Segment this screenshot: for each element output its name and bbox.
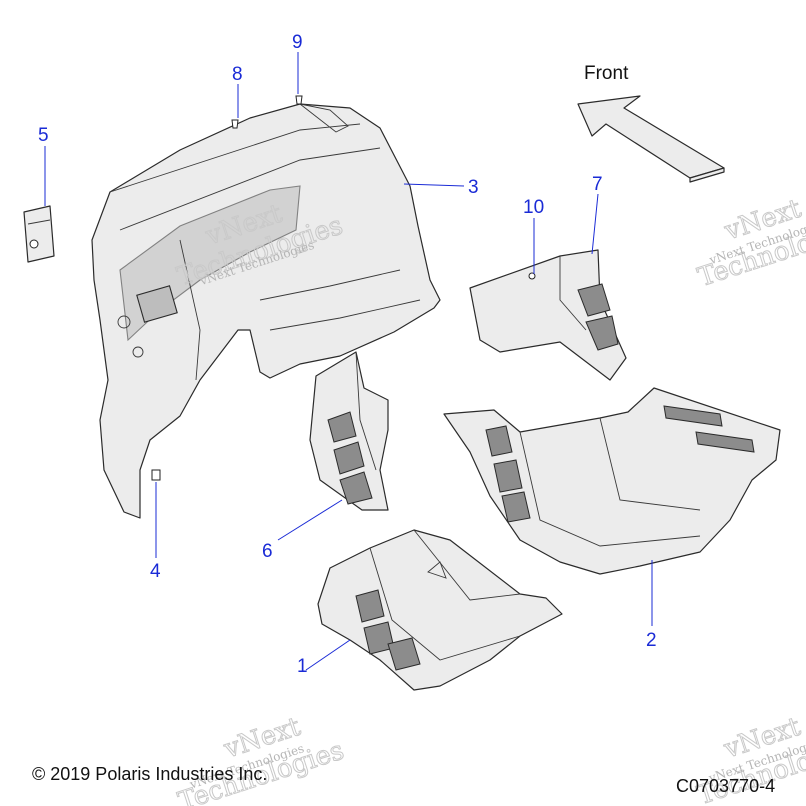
callout-6: 6 [262, 541, 273, 562]
part-5-bracket [23, 205, 55, 263]
callout-2: 2 [646, 630, 657, 651]
leader-1 [305, 639, 351, 671]
leader-7 [591, 193, 599, 255]
callout-4: 4 [150, 561, 161, 582]
callout-5: 5 [38, 125, 49, 146]
callout-9: 9 [292, 32, 303, 53]
callout-7: 7 [592, 174, 603, 195]
part-8-fastener [231, 119, 239, 129]
front-label: Front [584, 63, 629, 84]
leader-6 [277, 499, 343, 541]
part-1-floor-pan [317, 529, 563, 691]
part-7-side-panel [469, 249, 627, 381]
part-2-floor-pan [443, 387, 781, 575]
callout-3: 3 [468, 177, 479, 198]
leader-lines [44, 52, 653, 671]
part-6-side-panel [309, 351, 389, 511]
leader-3 [403, 183, 465, 187]
callout-1: 1 [297, 656, 308, 677]
callout-10: 10 [523, 197, 544, 218]
front-direction-arrow [577, 95, 725, 183]
callout-8: 8 [232, 64, 243, 85]
part-9-fastener [295, 95, 303, 105]
watermark-right: vNext Technologies vNext Technologies [694, 193, 806, 293]
part-3-dash-panel [91, 103, 441, 519]
watermark-bottom-left: vNext Technologies vNext Technologies [174, 711, 348, 806]
part-4-clip [151, 469, 161, 481]
copyright-text: © 2019 Polaris Industries Inc. [32, 764, 268, 784]
figure-id: C0703770-4 [676, 776, 776, 796]
